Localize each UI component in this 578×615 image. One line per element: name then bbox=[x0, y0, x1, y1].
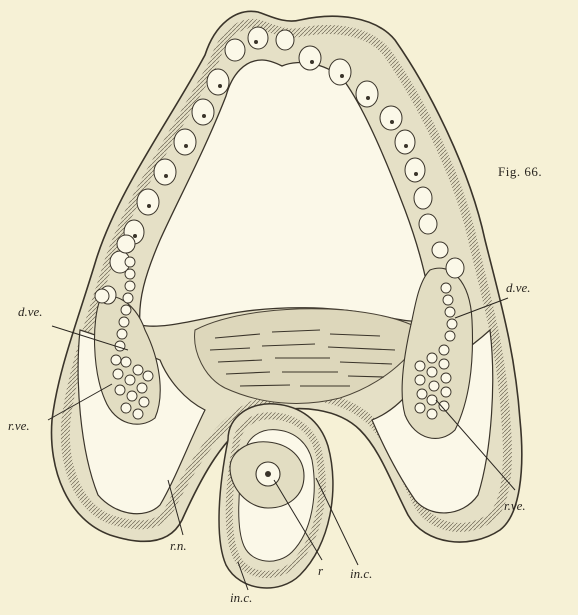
label-rn: r.n. bbox=[170, 538, 187, 554]
label-inc-right: in.c. bbox=[350, 566, 372, 582]
label-r: r bbox=[318, 563, 323, 579]
label-dve-left: d.ve. bbox=[18, 304, 43, 320]
notochord-dot bbox=[265, 471, 271, 477]
label-rve-left: r.ve. bbox=[8, 418, 30, 434]
figure-number: Fig. 66. bbox=[498, 164, 542, 180]
label-dve-right: d.ve. bbox=[506, 280, 531, 296]
label-rve-right: r.ve. bbox=[504, 498, 526, 514]
label-inc-lower: in.c. bbox=[230, 590, 252, 606]
